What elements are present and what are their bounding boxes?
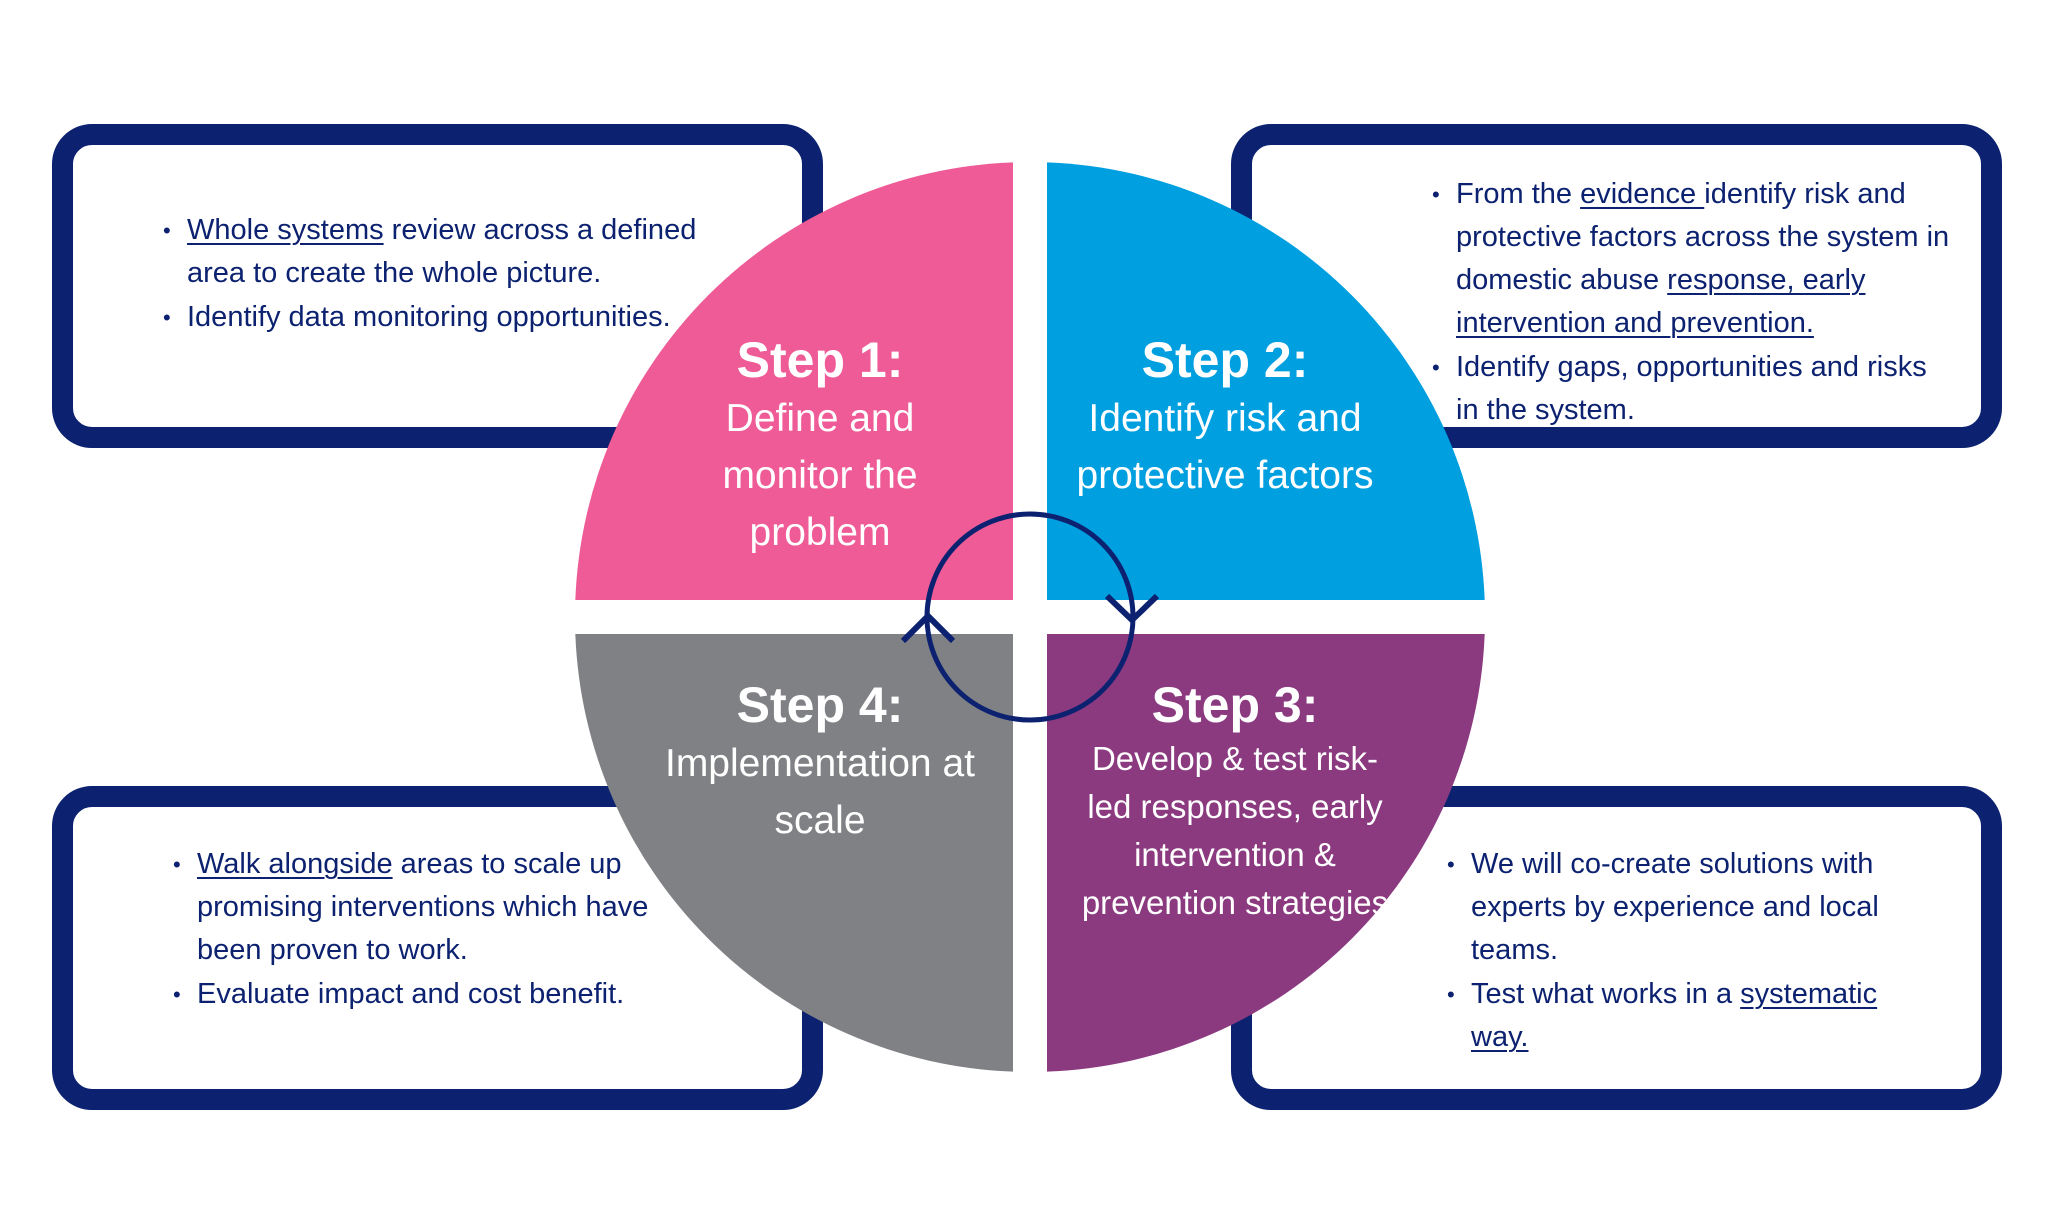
quadrant-step-2 — [1047, 162, 1485, 600]
quadrant-step-4 — [575, 634, 1013, 1072]
systematic-way-link[interactable]: systematic way. — [1471, 978, 1878, 1053]
step-3-title: Step 3: — [1151, 677, 1319, 733]
quadrant-step-3 — [1047, 634, 1485, 1072]
step-4-description: Implementation at scale — [664, 742, 975, 842]
bullet-list: From the evidence identify risk and prot… — [1432, 173, 1952, 433]
bullet-item: Walk alongside areas to scale up promisi… — [173, 843, 653, 972]
evidence-link[interactable]: evidence — [1580, 178, 1705, 210]
bullet-list: We will co-create solutions with experts… — [1447, 843, 1917, 1060]
bullet-text: areas to scale up promising intervention… — [197, 848, 649, 966]
bullet-text: We will co-create solutions with experts… — [1471, 848, 1879, 966]
step-1-description: Define and monitor the problem — [722, 397, 918, 554]
response-link[interactable]: response, early intervention and prevent… — [1456, 264, 1866, 339]
bullet-text: Test what works in a — [1471, 978, 1741, 1010]
bullet-item: Evaluate impact and cost benefit. — [173, 973, 653, 1016]
step-4-title: Step 4: — [736, 677, 904, 733]
step-2-label: Step 2: Identify risk and protective fac… — [1075, 330, 1375, 504]
cycle-arrow-icon — [900, 511, 1160, 723]
whole-systems-link[interactable]: Whole systems — [187, 214, 384, 246]
step-3-label: Step 3: Develop & test risk-led response… — [1080, 675, 1390, 927]
info-box-step-1: Whole systems review across a defined ar… — [52, 124, 823, 448]
step-1-label: Step 1: Define and monitor the problem — [670, 330, 970, 561]
step-2-title: Step 2: — [1141, 332, 1309, 388]
bullet-item: Whole systems review across a defined ar… — [163, 209, 723, 295]
bullet-item: Identify data monitoring opportunities. — [163, 296, 723, 339]
step-2-description: Identify risk and protective factors — [1076, 397, 1374, 497]
bullet-text: Evaluate impact and cost benefit. — [197, 978, 625, 1010]
bullet-item: From the evidence identify risk and prot… — [1432, 173, 1952, 345]
bullet-list: Whole systems review across a defined ar… — [163, 209, 723, 340]
quadrant-step-1 — [575, 162, 1013, 600]
bullet-text: Identify data monitoring opportunities. — [187, 301, 671, 333]
bullet-list: Walk alongside areas to scale up promisi… — [173, 843, 653, 1017]
step-4-label: Step 4: Implementation at scale — [660, 675, 980, 849]
bullet-text: Identify gaps, opportunities and risks i… — [1456, 351, 1927, 426]
step-3-description: Develop & test risk-led responses, early… — [1081, 740, 1389, 921]
walk-alongside-link[interactable]: Walk alongside — [197, 848, 393, 880]
bullet-item: Test what works in a systematic way. — [1447, 973, 1917, 1059]
bullet-item: Identify gaps, opportunities and risks i… — [1432, 346, 1952, 432]
bullet-item: We will co-create solutions with experts… — [1447, 843, 1917, 972]
bullet-text: identify risk and protective factors acr… — [1456, 178, 1950, 296]
bullet-text: From the — [1456, 178, 1581, 210]
bullet-text: review across a defined area to create t… — [187, 214, 697, 289]
step-1-title: Step 1: — [736, 332, 904, 388]
